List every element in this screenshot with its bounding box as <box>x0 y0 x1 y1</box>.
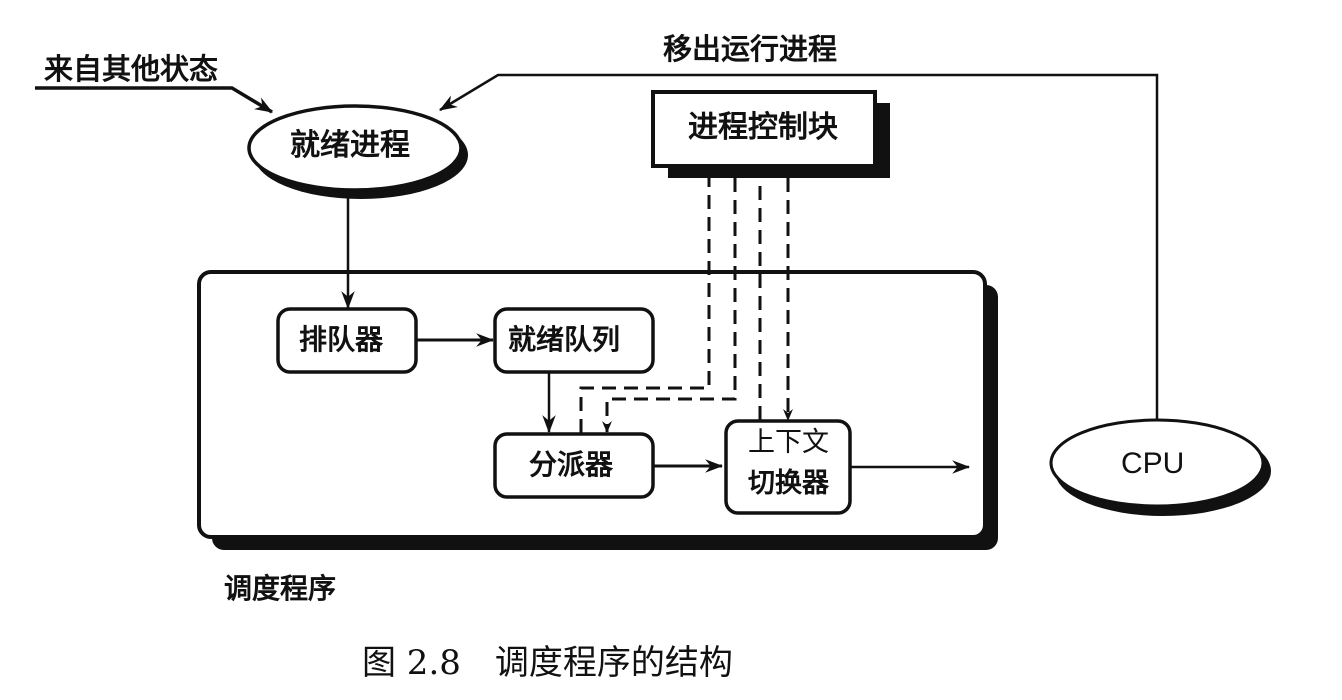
from-other-states-label: 来自其他状态 <box>44 52 219 86</box>
move-out-running-label: 移出运行进程 <box>663 32 838 66</box>
ready-queue-node <box>493 307 655 374</box>
pcb-text: 进程控制块 <box>688 110 838 145</box>
dispatcher-text: 分派器 <box>529 448 614 481</box>
cpu-text: CPU <box>1121 447 1185 480</box>
edge-dispatcher-to-pcb-dashed <box>579 178 711 433</box>
ready-process-node <box>247 104 463 192</box>
ready-process-text: 就绪进程 <box>290 128 410 163</box>
edge-cpu-to-ready <box>439 73 1159 420</box>
context-switcher-text-line1: 上下文 <box>748 427 829 458</box>
edge-from-other-states <box>35 86 273 114</box>
ready-queue-text: 就绪队列 <box>508 323 621 356</box>
cpu-node <box>1049 418 1265 508</box>
edge-pcb-to-dispatcher-dashed <box>602 178 737 433</box>
figure-caption: 图 2.8 调度程序的结构 <box>362 643 733 683</box>
scheduler-label: 调度程序 <box>224 572 337 605</box>
context-switcher-text-line2: 切换器 <box>748 468 829 499</box>
pcb-node <box>651 90 877 168</box>
enqueuer-text: 排队器 <box>299 323 384 356</box>
